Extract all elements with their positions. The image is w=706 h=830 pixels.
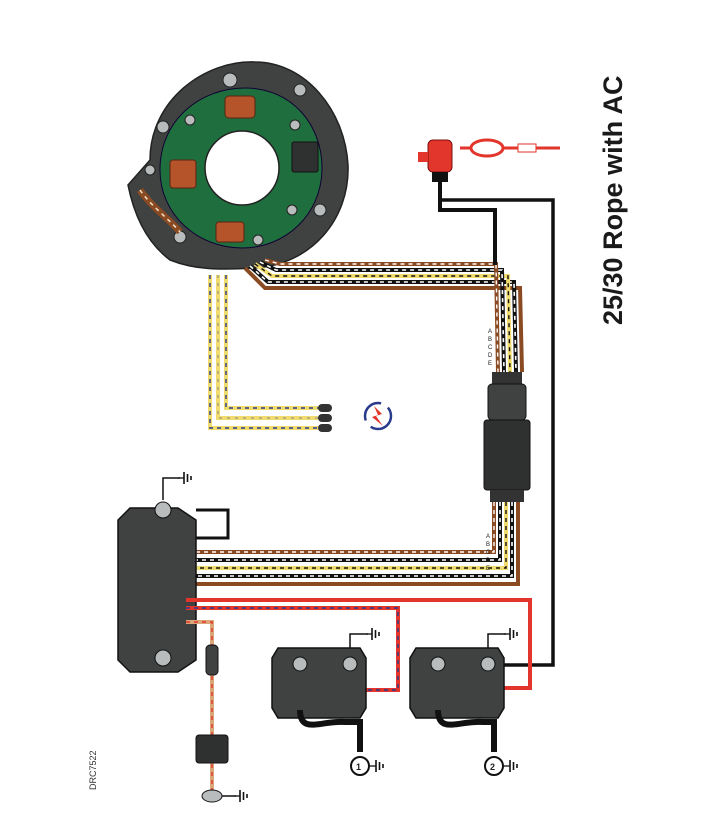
diagram-title: 25/30 Rope with AC: [598, 75, 628, 325]
stop-switch: [418, 138, 560, 182]
ground-icon: [370, 760, 384, 772]
ground-icon: [504, 760, 518, 772]
inline-connector: [195, 734, 229, 764]
ground-icon: [366, 628, 380, 640]
tachometer-lead: [186, 620, 248, 803]
coil-mount: [342, 656, 358, 672]
stop-switch-button: [427, 139, 453, 173]
switchbox-mount: [154, 501, 172, 519]
pin-label: D: [488, 353, 493, 359]
pin-label: B: [488, 337, 492, 343]
stator-harness-bundle: [243, 258, 524, 373]
spark-plug-2: [484, 756, 504, 776]
pin-label: E: [488, 361, 492, 367]
ground-icon: [504, 628, 518, 640]
ignition-coil-2: 2: [409, 628, 518, 776]
coil-high-tension-lead: [297, 709, 363, 752]
cylinder-label-1: 1: [356, 762, 361, 772]
connector-plug: [487, 383, 527, 421]
harness-pin-labels-bottom: A B C D E: [486, 534, 491, 572]
switchbox-body: [117, 507, 197, 673]
stator-strap: [137, 187, 183, 235]
pin-label: A: [486, 534, 490, 540]
pin-label: C: [488, 345, 493, 351]
pin-label: A: [488, 329, 492, 335]
ac-lightning-icon: [363, 401, 393, 431]
charging-coil: [224, 95, 256, 119]
ac-leads: [208, 275, 332, 432]
cylinder-label-2: 2: [490, 762, 495, 772]
pin-label: B: [486, 542, 490, 548]
coil-mount: [480, 656, 496, 672]
ground-icon: [234, 790, 248, 802]
ac-lead-terminal: [318, 424, 332, 432]
bullet-connector: [205, 644, 219, 676]
ground-icon: [178, 472, 192, 484]
ac-lead-terminal: [318, 414, 332, 422]
stator-coil-bottom: [215, 221, 245, 243]
coil-high-tension-lead: [435, 709, 497, 752]
ac-lead-terminal: [318, 404, 332, 412]
harness-pin-labels-top: A B C D E: [488, 329, 493, 367]
pin-label: D: [486, 558, 491, 564]
ring-terminal: [201, 789, 223, 803]
switchbox-harness-bundle: [186, 502, 520, 586]
coil-mount: [292, 656, 308, 672]
stator-mounting-screws: [144, 72, 327, 246]
pin-label: C: [486, 550, 491, 556]
pin-label: E: [486, 566, 490, 572]
harness-connector: [483, 372, 531, 502]
spark-plug-1: [350, 756, 370, 776]
switchbox: [117, 472, 230, 673]
stator-coil-left: [169, 159, 197, 189]
stator-assembly: [127, 61, 349, 270]
coil-mount: [430, 656, 446, 672]
stator-block-right: [291, 141, 319, 173]
drawing-code: DRC7522: [88, 750, 98, 790]
connector-body: [483, 419, 531, 491]
switchbox-mount: [154, 649, 172, 667]
ignition-coil-1: 1: [271, 628, 384, 776]
coil-primary-wires: [186, 598, 532, 692]
lanyard-clip: [469, 138, 505, 158]
stator-center-hole: [204, 130, 280, 206]
